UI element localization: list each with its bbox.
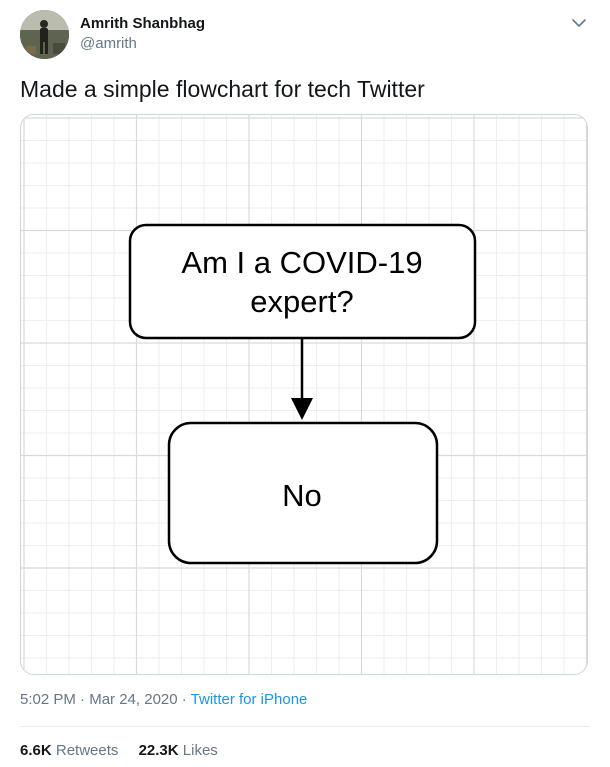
meta-separator: · [75, 691, 90, 708]
retweets-count: 6.6K [20, 742, 52, 759]
likes-stat[interactable]: 22.3K Likes [139, 741, 218, 761]
author-name[interactable]: Amrith Shanbhag [80, 15, 206, 32]
flowchart-arrow [291, 398, 313, 420]
author-handle[interactable]: @amrith [80, 35, 137, 52]
retweets-stat[interactable]: 6.6K Retweets [20, 741, 118, 761]
grid-minor-lines [21, 115, 587, 674]
likes-label: Likes [182, 742, 218, 759]
retweets-label: Retweets [55, 742, 119, 759]
likes-count: 22.3K [138, 742, 179, 759]
tweet-date[interactable]: Mar 24, 2020 [89, 691, 178, 708]
question-box [128, 223, 477, 340]
answer-box [167, 421, 439, 565]
avatar-photo [20, 10, 69, 59]
chevron-down-icon[interactable] [568, 12, 590, 34]
tweet-stats: 6.6K Retweets 22.3K Likes [20, 741, 218, 761]
tweet-meta: 5:02 PM · Mar 24, 2020 · Twitter for iPh… [20, 690, 307, 710]
tweet-time[interactable]: 5:02 PM [20, 691, 76, 708]
flowchart-image: Am I a COVID-19 expert? No [21, 115, 587, 674]
avatar[interactable] [20, 10, 69, 59]
divider [20, 726, 590, 727]
meta-separator: · [177, 691, 191, 708]
question-line-1: Am I a COVID-19 [181, 245, 422, 280]
answer-text: No [282, 478, 322, 513]
grid-major-lines [21, 115, 587, 674]
question-line-2: expert? [250, 284, 353, 319]
tweet-media-image[interactable]: Am I a COVID-19 expert? No [20, 114, 588, 675]
tweet-source-link[interactable]: Twitter for iPhone [190, 691, 308, 708]
tweet-text: Made a simple flowchart for tech Twitter [20, 76, 425, 102]
